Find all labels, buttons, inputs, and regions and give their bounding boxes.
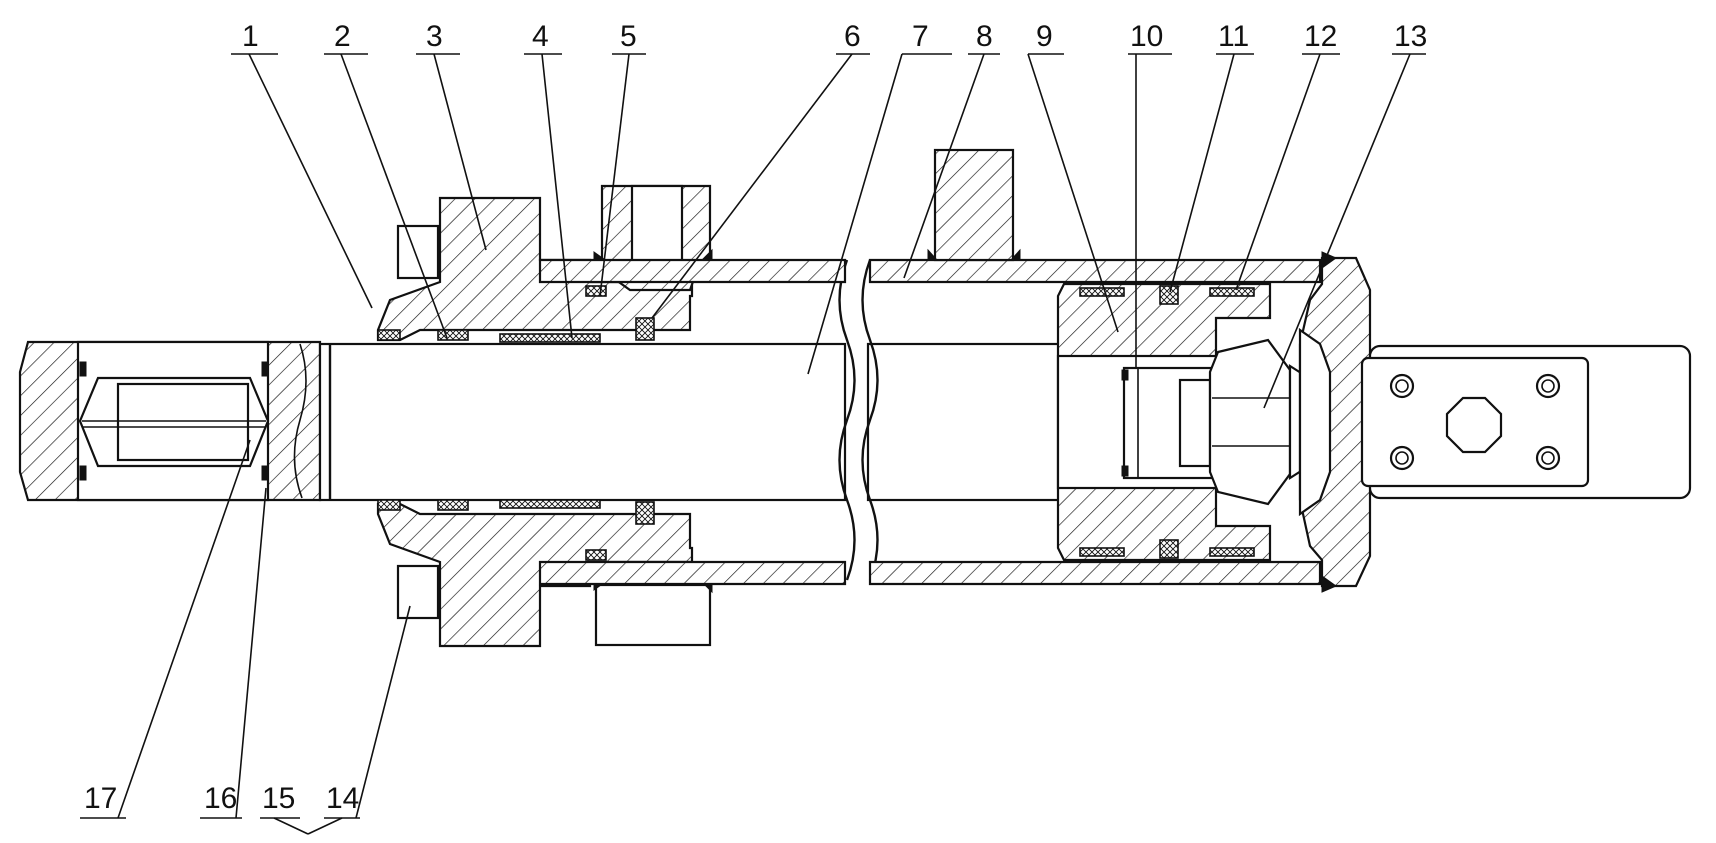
part-label-3: 3 bbox=[426, 20, 443, 53]
part-label-15: 15 bbox=[262, 782, 295, 815]
piston bbox=[1056, 282, 1272, 562]
part-label-1: 1 bbox=[242, 20, 259, 53]
part-label-12: 12 bbox=[1304, 20, 1337, 53]
part-label-5: 5 bbox=[620, 20, 637, 53]
part-label-9: 9 bbox=[1036, 20, 1053, 53]
cylinder-tube bbox=[538, 148, 1322, 586]
part-label-11: 11 bbox=[1218, 20, 1249, 53]
part-label-10: 10 bbox=[1130, 20, 1163, 53]
part-label-8: 8 bbox=[976, 20, 993, 53]
part-label-17: 17 bbox=[84, 782, 117, 815]
part-label-6: 6 bbox=[844, 20, 861, 53]
part-label-2: 2 bbox=[334, 20, 351, 53]
part-label-4: 4 bbox=[532, 20, 549, 53]
leader-lines bbox=[80, 53, 1426, 835]
piston-rod bbox=[318, 259, 1070, 581]
part-number-labels: 1 2 3 4 5 6 7 8 9 10 11 12 13 17 16 15 1… bbox=[84, 20, 1427, 815]
part-label-7: 7 bbox=[912, 20, 929, 53]
part-label-16: 16 bbox=[204, 782, 237, 815]
part-label-13: 13 bbox=[1394, 20, 1427, 53]
cap-end-lug bbox=[1298, 251, 1692, 593]
part-label-14: 14 bbox=[326, 782, 359, 815]
gland-guide-sleeve bbox=[376, 196, 694, 648]
rod-end-clevis bbox=[18, 340, 322, 502]
